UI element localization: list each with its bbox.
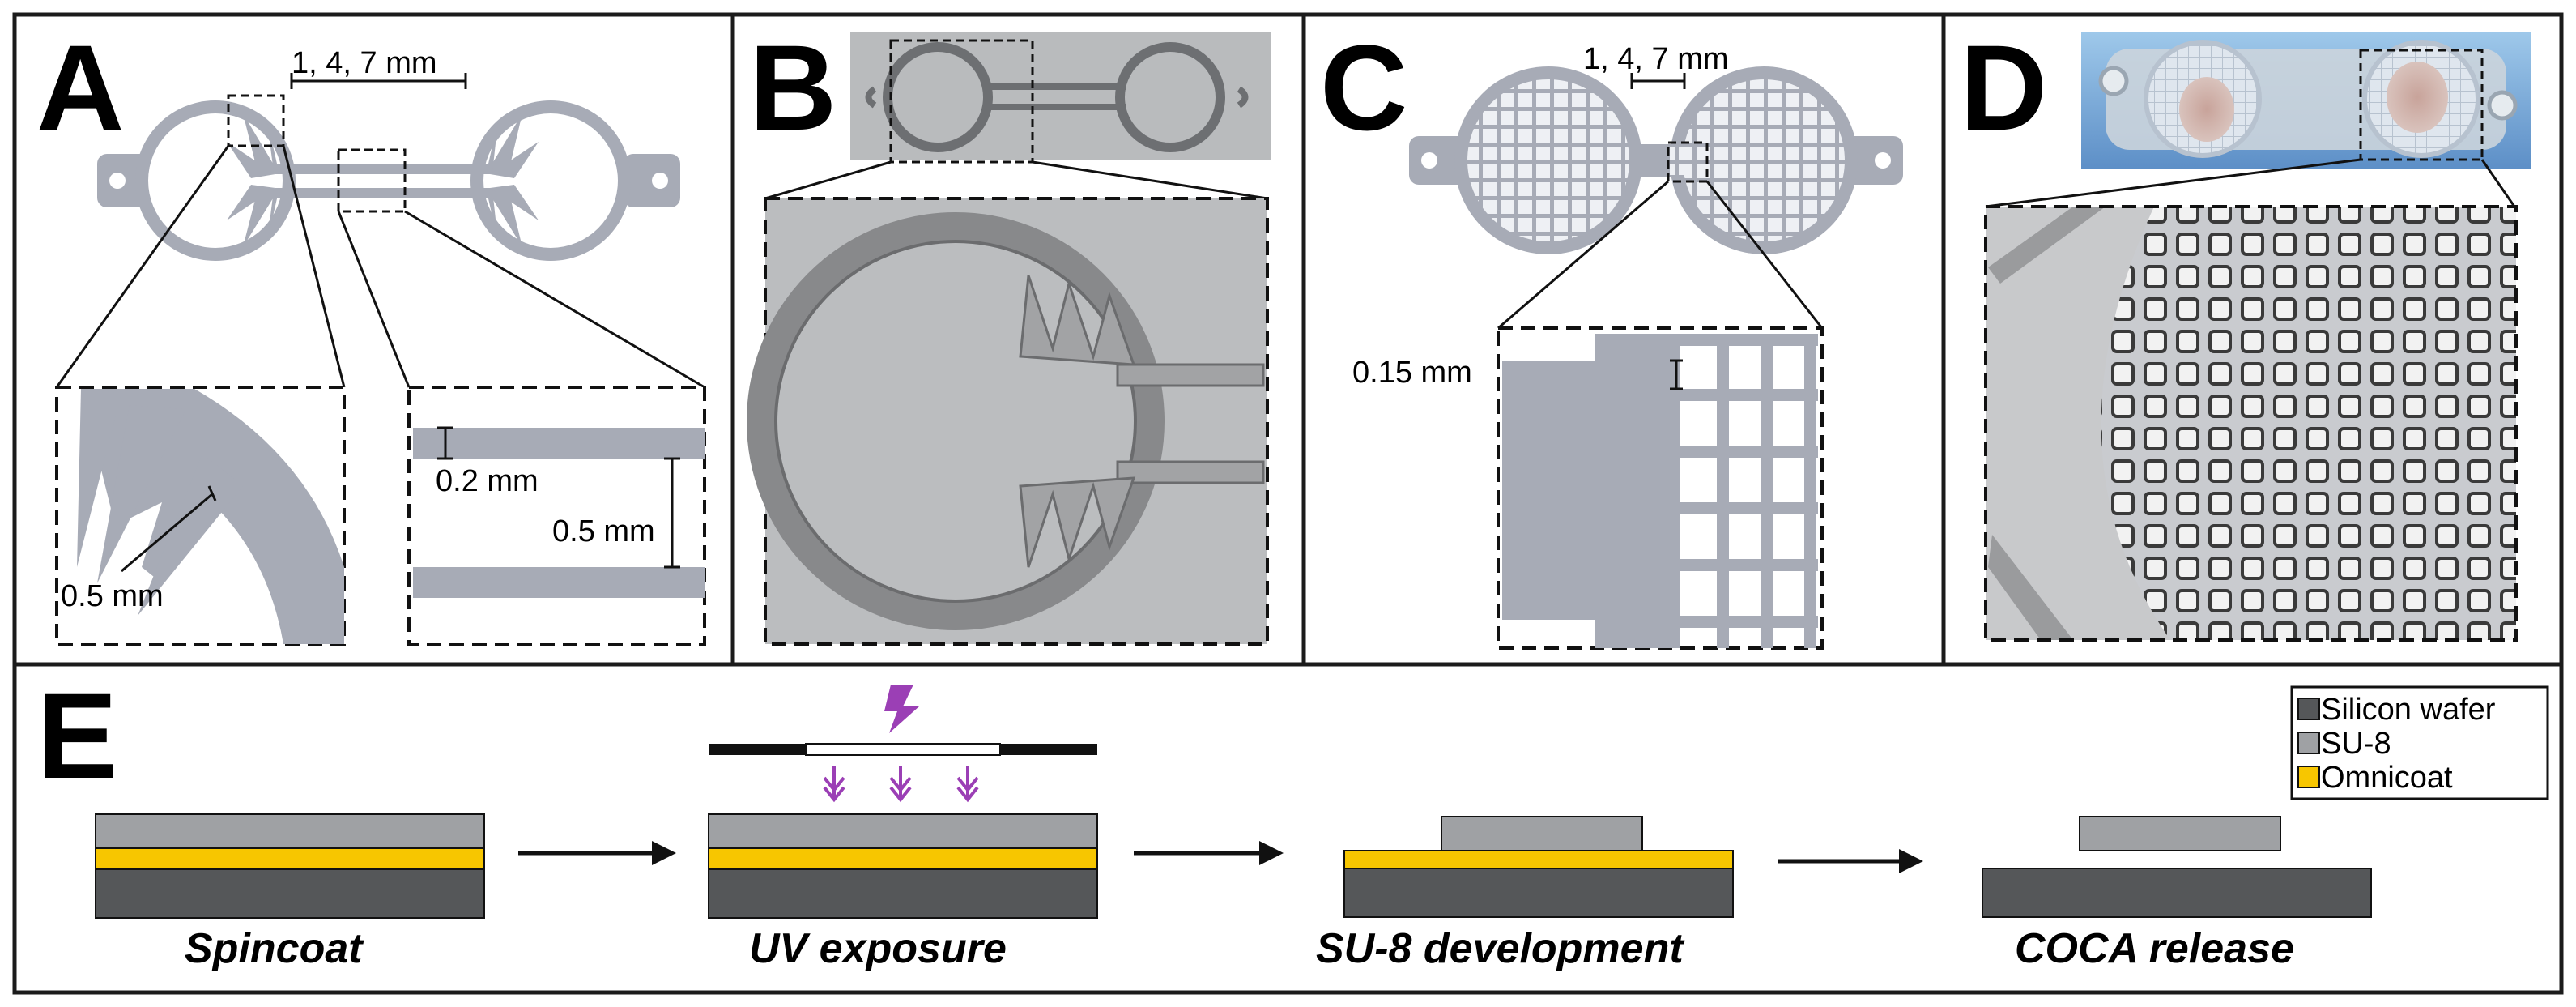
scale-label-a: 1, 4, 7 mm [292, 46, 437, 80]
device-outline-c [1409, 66, 1903, 254]
panel-a: A [36, 19, 706, 646]
step-development-diagram [1343, 816, 1734, 918]
device-photo-d [2081, 32, 2531, 169]
panel-label-e: E [36, 668, 117, 804]
legend-label-su8: SU-8 [2321, 727, 2391, 761]
tooth-label: 0.5 mm [61, 579, 164, 613]
step-spincoat-diagram [95, 813, 485, 919]
legend-swatch-omnicoat [2297, 766, 2320, 788]
mesh-photo-zoom-d [1984, 205, 2518, 642]
panel-b: B [747, 19, 1271, 646]
step-label-3: SU-8 development [1316, 925, 1685, 972]
mesh-label: 0.15 mm [1352, 356, 1472, 390]
panel-label-a: A [36, 19, 124, 156]
channel-width-label: 0.2 mm [436, 464, 539, 498]
panel-label-d: D [1960, 19, 2047, 156]
device-photo-b [850, 32, 1271, 164]
step-uv-diagram [708, 685, 1098, 919]
step-release-diagram [1982, 816, 2372, 918]
step-label-1: Spincoat [185, 925, 364, 972]
step-label-4: COCA release [2015, 925, 2294, 972]
tooth-zoom-inset: 0.5 mm [55, 386, 346, 646]
mesh-zoom-c: 0.15 mm [1352, 326, 1824, 650]
lightning-icon [884, 685, 919, 733]
panel-c: C 1, 4, 7 mm [1320, 19, 1903, 650]
panel-label-b: B [749, 19, 837, 156]
panel-label-c: C [1320, 19, 1407, 156]
panel-e: E Spincoat UV exposure [36, 668, 2549, 972]
channel-zoom-inset: 0.2 mm 0.5 mm [407, 386, 706, 646]
uv-arrows-icon [823, 766, 979, 803]
device-outline-a [97, 100, 680, 261]
step-label-2: UV exposure [749, 925, 1007, 972]
panel-d: D [1960, 19, 2531, 642]
legend-label-silicon: Silicon wafer [2321, 693, 2496, 727]
legend-swatch-su8 [2297, 732, 2320, 754]
legend: Silicon wafer SU-8 Omnicoat [2290, 685, 2549, 800]
channel-gap-label: 0.5 mm [552, 514, 655, 548]
legend-label-omnicoat: Omnicoat [2321, 761, 2453, 795]
legend-swatch-silicon [2297, 698, 2320, 720]
panel-frames [12, 12, 2564, 995]
chamber-zoom-b [747, 197, 1269, 646]
scale-label-c: 1, 4, 7 mm [1583, 42, 1729, 76]
